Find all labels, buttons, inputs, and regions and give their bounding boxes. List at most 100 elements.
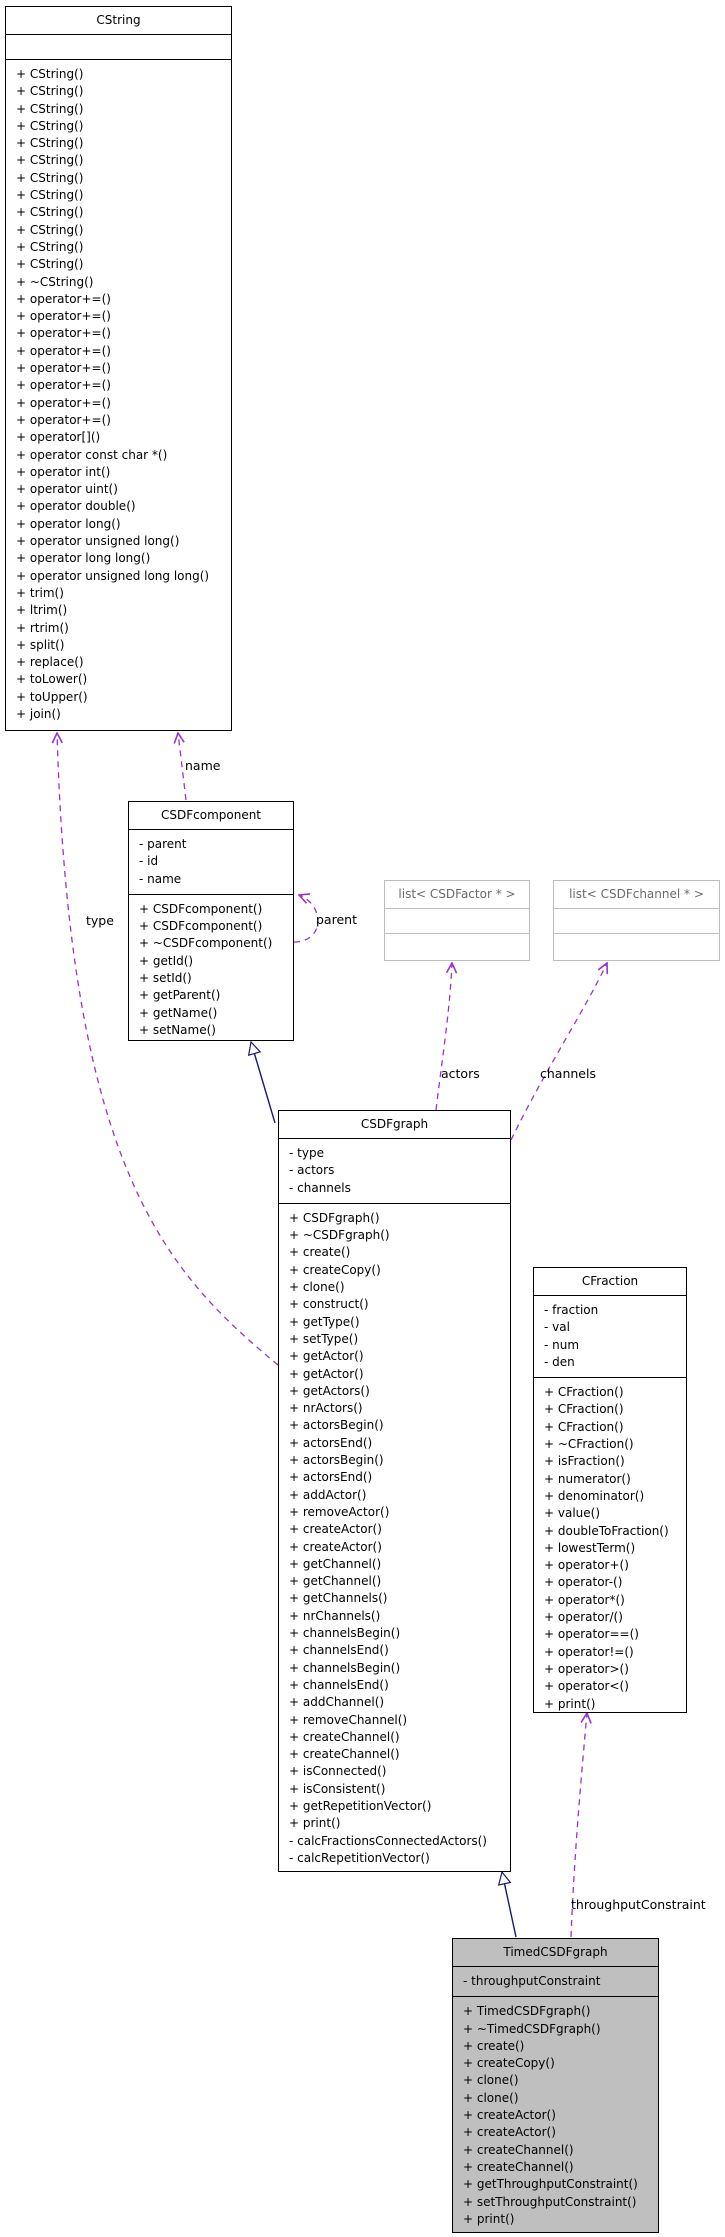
method-section: + CFraction()+ CFraction()+ CFraction()+… [534,1378,686,1719]
class-method: + CString() [16,188,84,203]
class-method: + operator*() [544,1592,625,1607]
class-method: + createChannel() [289,1747,400,1762]
class-method: + setName() [139,1022,216,1037]
edge-label-name: name [185,758,221,773]
class-method: - calcRepetitionVector() [289,1850,430,1865]
class-method: + clone() [463,2090,519,2105]
class-method: + isConnected() [289,1764,387,1779]
method-section: + CSDFgraph()+ ~CSDFgraph()+ create()+ c… [279,1204,510,1873]
class-attribute: - actors [289,1163,335,1178]
class-method: + operator int() [16,464,111,479]
class-method: + CString() [16,136,84,151]
class-method: + operator-() [544,1575,623,1590]
class-method: + operator+=() [16,395,111,410]
class-method: + actorsBegin() [289,1418,384,1433]
class-method: + CString() [16,67,84,81]
class-csdfgraph[interactable]: CSDFgraph - type- actors- channels + CSD… [278,1110,511,1872]
class-attribute: - name [139,871,182,886]
class-method: + CString() [16,84,84,99]
class-method: + getActor() [289,1349,364,1364]
class-method: + ~CFraction() [544,1437,634,1452]
edge-label-channels: channels [540,1066,596,1081]
attribute-section [6,35,231,60]
class-method: + doubleToFraction() [544,1523,669,1538]
class-method: + clone() [289,1280,345,1295]
edge-inherit-timed [502,1872,517,1938]
class-method: + construct() [289,1297,369,1312]
class-attribute: - val [544,1320,570,1335]
class-method: + operator+=() [16,343,111,358]
class-method: + CString() [16,153,84,168]
class-method: + CFraction() [544,1402,624,1417]
class-method: + operator const char *() [16,447,168,462]
class-timedcsdfgraph[interactable]: TimedCSDFgraph - throughputConstraint + … [452,1938,659,2233]
class-method: + getType() [289,1314,360,1329]
class-method: + TimedCSDFgraph() [463,2004,591,2019]
class-method: + createActor() [289,1539,382,1554]
edge-label-parent: parent [316,912,357,927]
class-method: + operator<() [544,1679,629,1694]
attribute-section [385,909,529,934]
class-method: + clone() [463,2073,519,2088]
class-method: + replace() [16,655,84,670]
method-section [385,934,529,958]
class-method: + print() [544,1696,596,1711]
class-method: + toUpper() [16,689,88,704]
class-method: + getActors() [289,1383,370,1398]
class-method: + operator long() [16,516,121,531]
class-cfraction[interactable]: CFraction - fraction- val- num- den + CF… [533,1267,687,1713]
class-method: + operator long long() [16,551,151,566]
edge-label-throughput: throughputConstraint [571,1897,706,1912]
class-method: + nrActors() [289,1401,363,1416]
class-method: + createCopy() [289,1262,381,1277]
class-method: + numerator() [544,1471,631,1486]
class-method: + getName() [139,1005,218,1020]
class-method: + channelsBegin() [289,1626,401,1641]
edge-label-actors: actors [441,1066,480,1081]
attribute-section [554,909,719,934]
class-method: + createActor() [463,2125,556,2140]
class-name: CFraction [534,1268,686,1296]
class-method: + CString() [16,205,84,220]
class-method: + operator!=() [544,1644,634,1659]
attribute-section: - parent- id- name [129,830,293,895]
class-attribute: - throughputConstraint [463,1974,601,1988]
class-cstring[interactable]: CString + CString()+ CString()+ CString(… [5,6,232,731]
class-method: + actorsEnd() [289,1435,373,1450]
class-method: + create() [463,2038,525,2053]
class-method: + CString() [16,101,84,116]
edge-inherit-csdfgraph [251,1042,276,1124]
class-method: + create() [289,1245,351,1260]
class-attribute: - num [544,1337,580,1352]
class-attribute: - parent [139,837,187,851]
class-method: + addActor() [289,1487,367,1502]
class-method: + operator+=() [16,378,111,393]
class-list-csdfchannel[interactable]: list< CSDFchannel * > [553,880,720,961]
class-method: + getChannel() [289,1574,382,1589]
class-name: list< CSDFchannel * > [554,881,719,909]
class-method: + channelsEnd() [289,1643,389,1658]
class-method: + toLower() [16,672,88,687]
class-attribute: - fraction [544,1303,599,1317]
attribute-section: - throughputConstraint [453,1967,658,1998]
class-method: + channelsEnd() [289,1677,389,1692]
class-method: + value() [544,1506,601,1521]
class-method: + print() [289,1816,341,1831]
edge-type [57,733,279,1366]
class-csdfcomponent[interactable]: CSDFcomponent - parent- id- name + CSDFc… [128,801,294,1041]
class-method: + createActor() [463,2108,556,2123]
class-method: + createChannel() [463,2159,574,2174]
method-section: + CString() + CString() + CString() + CStri… [6,60,231,729]
class-method: + lowestTerm() [544,1540,636,1555]
class-list-csdfactor[interactable]: list< CSDFactor * > [384,880,530,961]
class-name: list< CSDFactor * > [385,881,529,909]
class-method: + nrChannels() [289,1608,381,1623]
class-method: + ~CSDFcomponent() [139,936,273,951]
class-method: + operator==() [544,1627,639,1642]
class-method: + operator+=() [16,291,111,306]
edge-throughput [570,1713,587,1938]
class-name: TimedCSDFgraph [453,1939,658,1967]
class-method: + operator>() [544,1661,629,1676]
class-method: + getChannel() [289,1556,382,1571]
class-method: + ~CSDFgraph() [289,1228,390,1243]
